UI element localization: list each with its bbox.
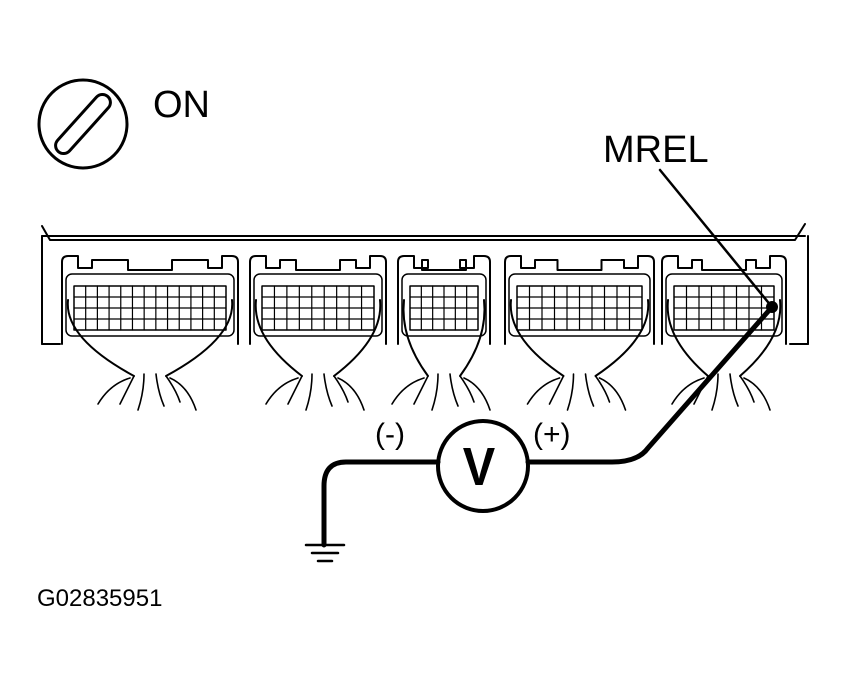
connector-body — [401, 273, 487, 337]
connector-body — [508, 273, 651, 337]
connector-shell — [397, 255, 491, 345]
connector-shell — [504, 255, 655, 345]
terminal-mrel-label: MREL — [603, 129, 709, 171]
ignition-switch-icon — [37, 78, 129, 170]
wire-bundle — [526, 373, 627, 411]
voltmeter — [436, 419, 530, 513]
connector-5 — [661, 255, 787, 411]
harness-loop — [402, 299, 486, 377]
connector-body — [65, 273, 235, 337]
connector-2 — [249, 255, 387, 411]
connector-body — [665, 273, 783, 337]
mrel-terminal-probe-point — [766, 301, 778, 313]
negative-terminal-label: (-) — [375, 418, 405, 451]
voltmeter-symbol: V — [462, 437, 496, 497]
connector-4 — [504, 255, 655, 411]
positive-lead — [525, 304, 775, 465]
ignition-on-label: ON — [153, 84, 210, 126]
connector-body — [253, 273, 383, 337]
leader-line-mrel — [658, 168, 774, 309]
harness-loop — [254, 299, 382, 377]
ground-icon — [304, 543, 346, 563]
wire-bundle — [391, 373, 491, 411]
harness-loop — [509, 299, 650, 377]
figure-id: G02835951 — [37, 585, 163, 612]
connector-3 — [391, 255, 491, 411]
ecu-housing — [41, 223, 809, 345]
connector-1 — [61, 255, 239, 411]
wire-bundle — [265, 373, 365, 411]
wire-bundle — [97, 373, 197, 411]
harness-loop — [666, 299, 782, 377]
connector-shell — [61, 255, 239, 345]
harness-loop — [66, 299, 234, 377]
negative-lead — [321, 459, 441, 548]
connector-group — [61, 255, 787, 411]
connector-shell — [661, 255, 787, 345]
positive-terminal-label: (+) — [533, 418, 571, 451]
connector-shell — [249, 255, 387, 345]
